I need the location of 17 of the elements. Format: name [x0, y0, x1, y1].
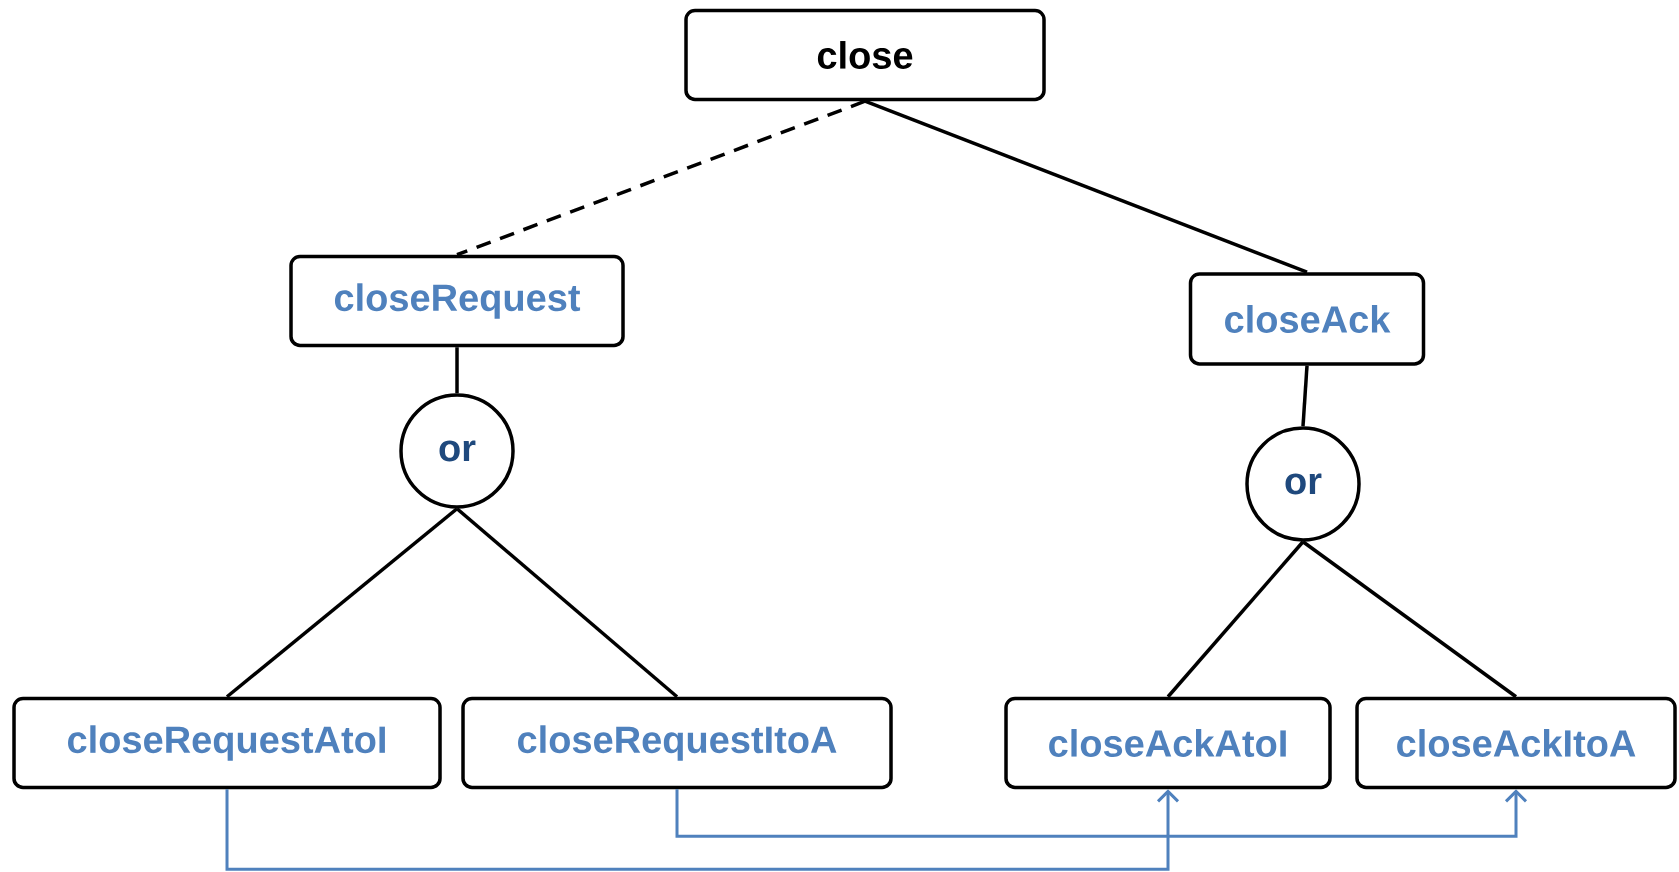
connector-line: [456, 99, 866, 257]
arrow: [225, 789, 1180, 871]
node-box: closeAckItoA: [1355, 696, 1677, 790]
arrow: [675, 789, 1528, 838]
node-box: closeRequestItoA: [461, 696, 893, 790]
node-box: closeRequestAtoI: [12, 696, 442, 790]
connector-line: [455, 347, 459, 394]
connector-line: [864, 99, 1308, 274]
connector-line: [1301, 540, 1518, 699]
node-box: closeAck: [1188, 272, 1426, 366]
connector-line: [1301, 365, 1309, 427]
node-box: close: [684, 8, 1046, 102]
node-box: closeAckAtoI: [1004, 696, 1332, 790]
node-box: closeRequest: [289, 254, 625, 348]
connector-line: [1166, 540, 1305, 698]
connector-line: [455, 507, 679, 699]
connector-line: [225, 507, 459, 699]
